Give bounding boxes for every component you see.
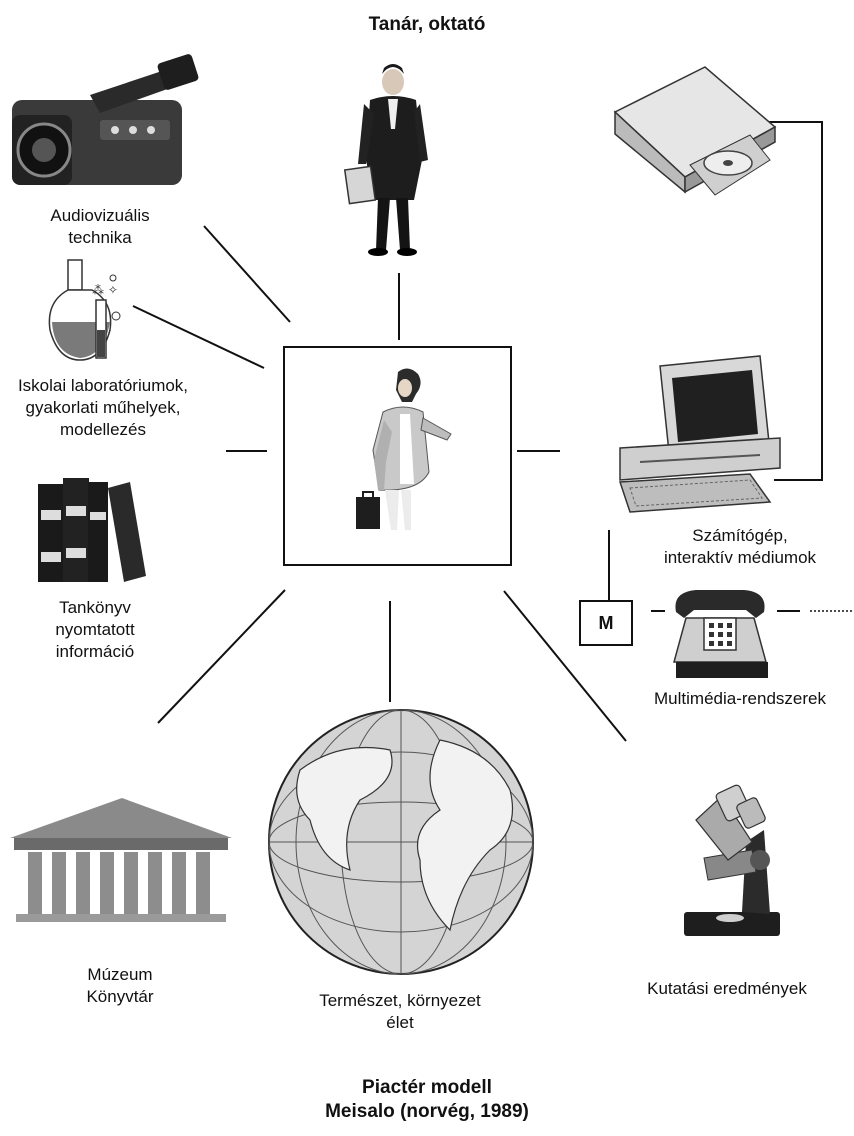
teacher-icon (343, 64, 428, 256)
lab-label: Iskolai laboratóriumok,gyakorlati műhely… (17, 376, 189, 439)
computer-label: Számítógép,interaktív médiumok (663, 526, 817, 567)
books-icon (38, 478, 146, 582)
connector-lines (132, 121, 852, 742)
multimedia-label: Multimédia-rendszerek (654, 689, 826, 708)
computer-icon (618, 355, 781, 513)
m-box: M (579, 600, 633, 646)
museum-icon (10, 798, 232, 922)
svg-text:⁂ ✧: ⁂ ✧ (92, 283, 118, 297)
research-label: Kutatási eredmények (647, 979, 807, 998)
student-icon (356, 368, 452, 530)
camcorder-icon (12, 54, 199, 185)
globe-icon (268, 709, 534, 975)
microscope-icon (684, 784, 780, 936)
lab-flask-icon: ⁂ ✧ (48, 259, 121, 361)
top-title: Tanár, oktató (368, 14, 486, 35)
cd-drive-icon (613, 66, 777, 196)
telephone-icon (673, 590, 768, 678)
